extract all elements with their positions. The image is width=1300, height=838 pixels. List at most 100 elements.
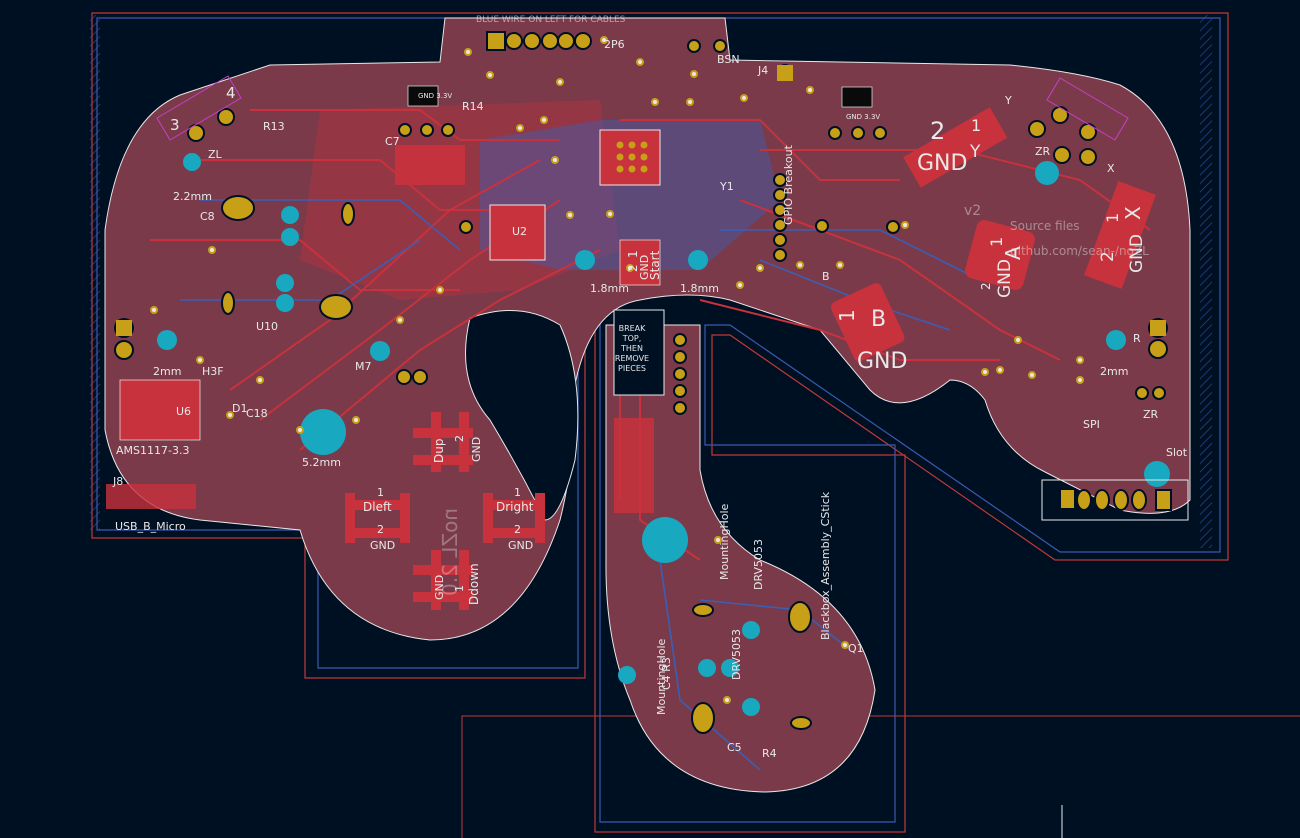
pad-square-l <box>116 320 132 336</box>
label-break-5: PIECES <box>618 364 646 373</box>
hatched-zone-right <box>1200 15 1212 548</box>
label-start: Start <box>648 250 662 280</box>
label-gnd-3v-right: GND 3.3V <box>846 113 880 121</box>
shoulder-l-outline <box>156 75 242 141</box>
label-c7: C7 <box>385 135 400 148</box>
pad-square-j4 <box>777 65 793 81</box>
regulator-right <box>841 86 873 108</box>
label-d1: D1 <box>232 402 247 415</box>
label-pin-4: 4 <box>226 84 236 102</box>
ic-connector-pads <box>395 145 465 185</box>
label-size-2mm-right: 2mm <box>1100 365 1128 378</box>
label-ddown-num1: 1 <box>453 585 466 592</box>
label-break-1: BREAK <box>619 324 647 333</box>
label-y-small: Y <box>1004 94 1012 107</box>
label-y-num1: 1 <box>971 116 981 135</box>
label-start-num1: 1 <box>626 250 640 258</box>
label-c18: C18 <box>246 407 268 420</box>
mcu-pads <box>616 141 648 173</box>
mounting-hole-cstick <box>642 517 688 563</box>
label-break-3: THEN <box>620 344 643 353</box>
label-dright-num2: 2 <box>514 523 521 536</box>
label-q1: Q1 <box>848 642 864 655</box>
label-dleft-gnd: GND <box>370 539 395 552</box>
label-y1: Y1 <box>719 180 734 193</box>
label-mounting-hole-top: MountingHole <box>718 503 731 580</box>
label-ddown: Ddown <box>467 563 481 605</box>
label-b-num1: 1 <box>835 309 859 322</box>
label-usb-micro: USB_B_Micro <box>115 520 186 533</box>
label-mounting-hole-left: MountingHole <box>655 638 668 715</box>
label-bsn: BSN <box>717 53 740 66</box>
pad-square-r <box>1150 320 1166 336</box>
label-zr-top: ZR <box>1035 145 1051 158</box>
spi-header-pins <box>1041 479 1189 521</box>
label-size-18mm-right: 1.8mm <box>680 282 719 295</box>
label-h3f: H3F <box>202 365 224 378</box>
label-a-num1: 1 <box>987 237 1006 247</box>
hatched-zone-left <box>90 15 100 530</box>
label-spi: SPI <box>1083 418 1100 431</box>
button-a-pad <box>965 220 1035 290</box>
button-x-pad <box>1084 181 1156 289</box>
label-break-4: REMOVE <box>615 354 649 363</box>
label-x-num1: 1 <box>1103 213 1122 223</box>
label-r: R <box>1133 332 1141 345</box>
label-size-18mm-left: 1.8mm <box>590 282 629 295</box>
label-dup: Dup <box>432 439 446 463</box>
label-start-num2: 2 <box>626 264 640 272</box>
label-dup-num2: 2 <box>453 435 466 442</box>
label-j8: J8 <box>112 475 123 488</box>
edge-cut-outline <box>91 12 1229 833</box>
label-dright-gnd: GND <box>508 539 533 552</box>
label-gnd-3v-left: GND 3.3V <box>418 92 452 100</box>
dpad-cutout <box>465 309 579 521</box>
label-x-small: X <box>1107 162 1115 175</box>
courtyard-outline <box>96 17 1221 823</box>
label-hole-size: 5.2mm <box>302 456 341 469</box>
label-github: github.com/sean-/noZL <box>1010 244 1149 258</box>
sheet-frame <box>461 715 1300 838</box>
button-y-pad <box>903 107 1008 188</box>
ic-u2 <box>489 204 546 261</box>
start-button-pad <box>619 239 661 286</box>
label-a-letter: A <box>1001 246 1025 260</box>
label-c8: C8 <box>200 210 215 223</box>
label-r14: R14 <box>462 100 484 113</box>
label-break-2: TOP, <box>622 334 642 343</box>
label-m7: M7 <box>355 360 372 373</box>
label-gpio-breakout: GPIO Breakout <box>782 144 795 225</box>
dpad-pads <box>345 412 545 610</box>
label-a-num2: 2 <box>979 282 993 290</box>
label-c5: C5 <box>727 741 742 754</box>
label-slot: Slot <box>1166 446 1188 459</box>
label-u2: U2 <box>512 225 527 238</box>
label-dright: Dright <box>496 500 534 514</box>
top-header-pins <box>486 31 592 51</box>
label-y-gnd: GND <box>917 151 967 176</box>
ic-c-stick-pads <box>614 418 654 513</box>
label-drv5053-b: DRV5053 <box>752 539 765 590</box>
label-drv5053-a: DRV5053 <box>730 629 743 680</box>
label-dleft-num2: 2 <box>377 523 384 536</box>
label-start-gnd: GND <box>638 255 651 280</box>
label-x-num2: 2 <box>1098 251 1118 262</box>
label-size-22mm: 2.2mm <box>173 190 212 203</box>
label-b-gnd: GND <box>857 349 907 374</box>
label-u10: U10 <box>256 320 278 333</box>
mounting-hole-large <box>300 409 346 455</box>
label-2p6: 2P6 <box>604 38 625 51</box>
label-ams1117: AMS1117-3.3 <box>116 444 189 457</box>
label-x-letter: X <box>1121 206 1145 220</box>
label-y-num2: 2 <box>930 117 945 145</box>
board-title: noZL 2.0 <box>438 508 462 596</box>
label-zr: ZR <box>1143 408 1159 421</box>
vias <box>150 36 1084 704</box>
label-y-letter: Y <box>969 142 981 162</box>
label-dleft-num1: 1 <box>377 486 384 499</box>
button-b-pad <box>830 283 905 362</box>
ic-ams1117 <box>119 379 201 441</box>
label-blue-wire: BLUE WIRE ON LEFT FOR CABLES <box>476 15 626 25</box>
label-u6: U6 <box>176 405 191 418</box>
